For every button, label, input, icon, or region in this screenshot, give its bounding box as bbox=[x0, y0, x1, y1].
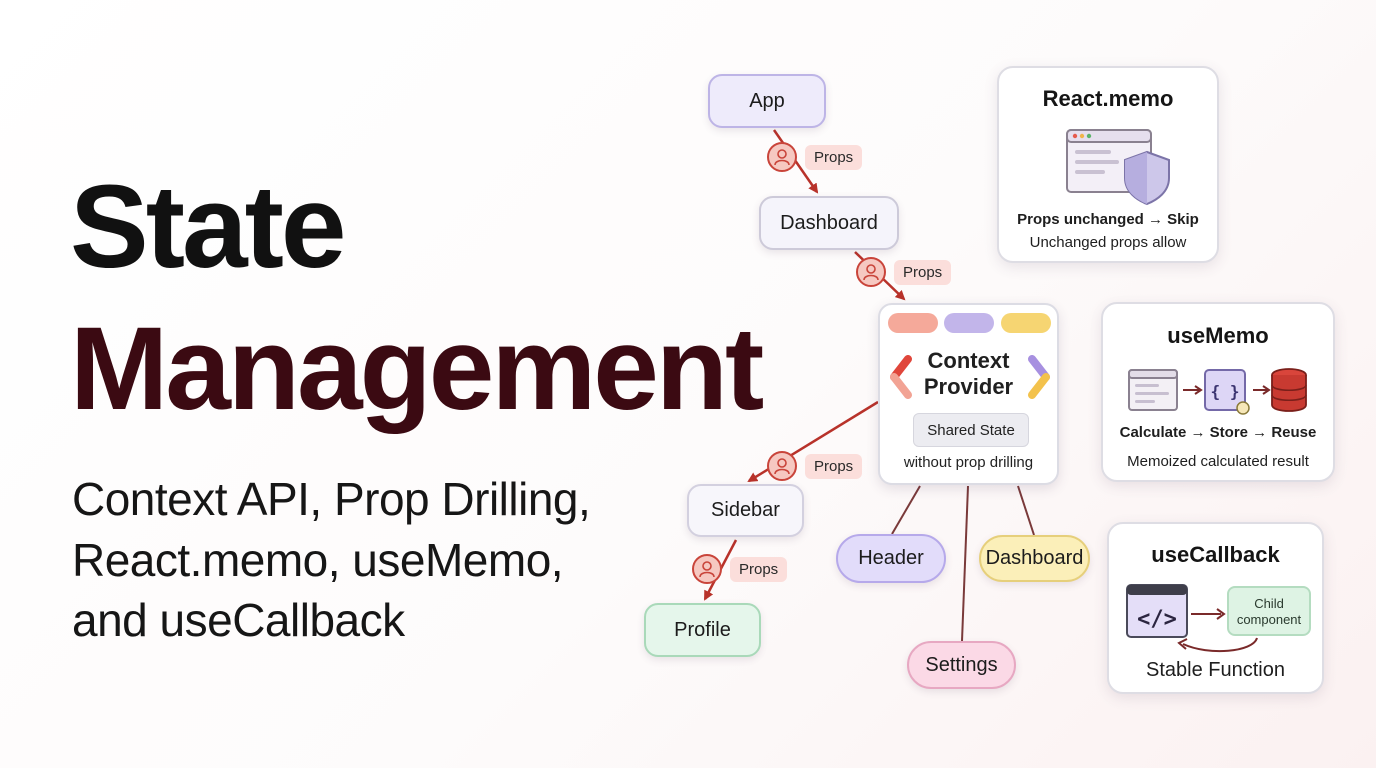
headline-management: Management bbox=[70, 303, 764, 435]
svg-text:{ }: { } bbox=[1211, 382, 1240, 401]
user-icon bbox=[856, 257, 886, 287]
color-bar-yellow bbox=[1001, 313, 1051, 333]
child-component-box: Child component bbox=[1227, 586, 1311, 636]
node-dashboard-child: Dashboard bbox=[979, 535, 1090, 582]
user-icon bbox=[692, 554, 722, 584]
node-profile: Profile bbox=[644, 603, 761, 657]
use-memo-flow: Calculate → Store → Reuse bbox=[1119, 424, 1317, 441]
color-bar-coral bbox=[888, 313, 938, 333]
shared-state-badge: Shared State bbox=[913, 413, 1029, 447]
context-provider-card: Context Provider Shared State without pr… bbox=[878, 303, 1059, 485]
react-memo-line-2: Unchanged props allow bbox=[1029, 234, 1187, 251]
wire-context-settings bbox=[961, 485, 969, 642]
code-to-child-flow: </> bbox=[1126, 584, 1258, 653]
props-badge-3: Props bbox=[767, 451, 863, 481]
wire-context-header bbox=[891, 485, 921, 535]
react-memo-line-1: Props unchanged → Skip bbox=[1017, 211, 1199, 228]
user-icon bbox=[767, 451, 797, 481]
context-title-line-2: Provider bbox=[923, 374, 1014, 399]
node-header: Header bbox=[836, 534, 946, 583]
props-badge-4: Props bbox=[692, 554, 788, 584]
child-component-line-1: Child bbox=[1254, 596, 1284, 611]
react-memo-title: React.memo bbox=[1042, 86, 1174, 111]
use-memo-desc: Memoized calculated result bbox=[1127, 453, 1309, 470]
use-memo-card: useMemo { } Calculate → Store → Reuse Me… bbox=[1101, 302, 1335, 482]
child-component-line-2: component bbox=[1236, 612, 1302, 627]
subtitle-line-3: and useCallback bbox=[72, 594, 405, 646]
props-badge-2: Props bbox=[856, 257, 952, 287]
props-badge-1: Props bbox=[767, 142, 863, 172]
react-memo-card: React.memo Props unchanged → Skip Unchan… bbox=[997, 66, 1219, 263]
context-note: without prop drilling bbox=[903, 454, 1034, 471]
user-icon bbox=[767, 142, 797, 172]
chevron-right-icon bbox=[1028, 355, 1050, 399]
calculate-store-reuse-icons: { } bbox=[1128, 368, 1307, 415]
subtitle-line-1: Context API, Prop Drilling, bbox=[72, 473, 591, 525]
browser-shield-icon bbox=[1066, 129, 1170, 206]
use-memo-title: useMemo bbox=[1167, 323, 1269, 348]
node-app: App bbox=[708, 74, 826, 128]
color-bar-lavender bbox=[944, 313, 994, 333]
context-title-line-1: Context bbox=[927, 348, 1010, 373]
svg-text:</>: </> bbox=[1137, 607, 1177, 632]
use-callback-card: useCallback </> Child component Stable F… bbox=[1107, 522, 1324, 694]
use-callback-desc: Stable Function bbox=[1146, 659, 1285, 681]
props-label: Props bbox=[894, 259, 952, 285]
node-settings: Settings bbox=[907, 641, 1016, 689]
props-label: Props bbox=[730, 556, 788, 582]
node-sidebar: Sidebar bbox=[687, 484, 804, 537]
wire-context-dashboard bbox=[1017, 485, 1035, 536]
headline-state: State bbox=[70, 161, 347, 293]
subtitle-line-2: React.memo, useMemo, bbox=[72, 534, 564, 586]
props-label: Props bbox=[805, 144, 863, 170]
use-callback-title: useCallback bbox=[1151, 542, 1280, 567]
node-dashboard: Dashboard bbox=[759, 196, 899, 250]
chevron-left-icon bbox=[890, 355, 912, 399]
props-label: Props bbox=[805, 453, 863, 479]
